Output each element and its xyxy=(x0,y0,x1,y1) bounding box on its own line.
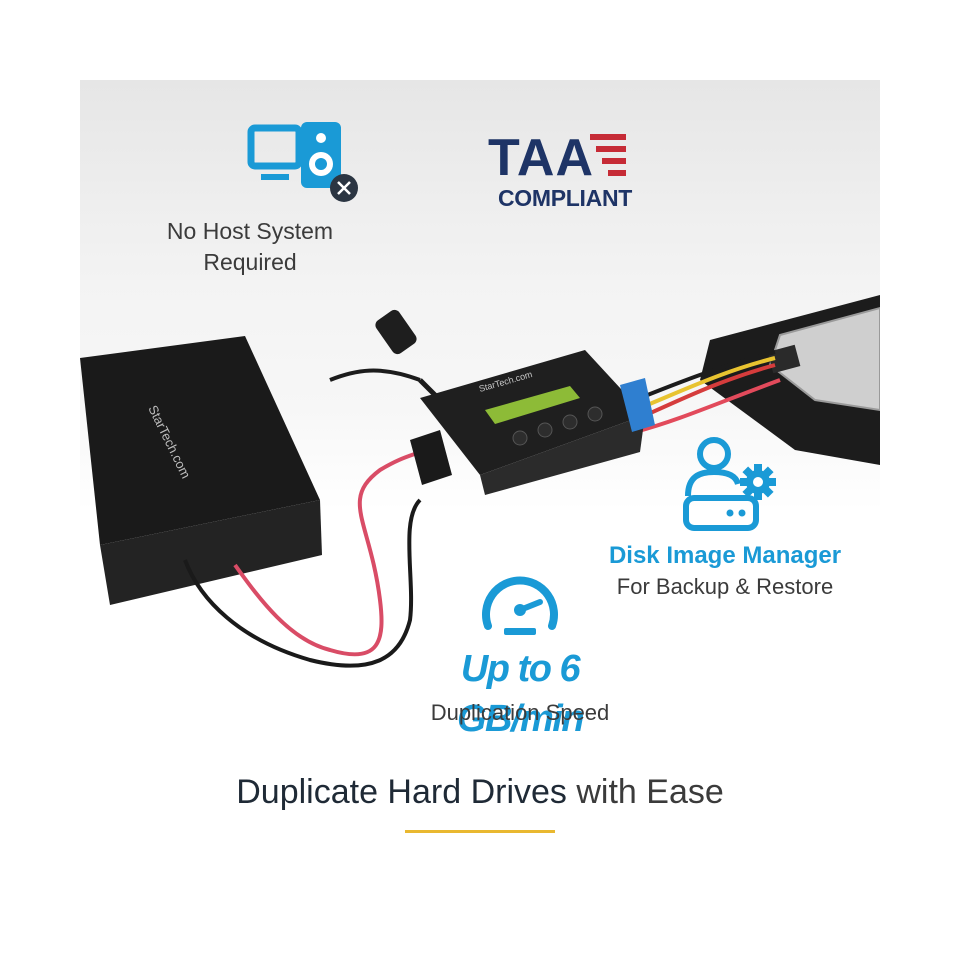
headline-light: with Ease xyxy=(566,773,724,811)
speedometer-icon xyxy=(482,576,558,635)
product-photo-panel: StarTech.com StarTech.com xyxy=(80,80,880,740)
computer-speaker-icon xyxy=(247,122,358,202)
product-scene: StarTech.com StarTech.com xyxy=(80,295,880,668)
disk-image-manager-subtitle: For Backup & Restore xyxy=(616,574,834,599)
no-host-line2: Required xyxy=(203,249,297,275)
ferrite-core xyxy=(375,309,417,355)
power-cable xyxy=(329,368,421,382)
hdd-enclosure-front xyxy=(100,500,322,605)
sata-adapter-left xyxy=(410,430,452,485)
sata-data-cable xyxy=(233,450,421,657)
no-host-line1: No Host System xyxy=(166,218,334,244)
sata-adapter-right xyxy=(620,378,655,432)
duplicator-front xyxy=(480,415,645,495)
headline-underline xyxy=(405,830,555,833)
taa-compliant-text: COMPLIANT xyxy=(498,185,633,211)
taa-flag-stripes xyxy=(590,134,626,176)
speed-subtitle: Duplication Speed xyxy=(430,700,610,725)
speed-title: Up to 6 GB/min xyxy=(456,648,585,740)
taa-flag-logo: TAA COMPLIANT xyxy=(488,130,636,214)
hdd-enclosure-top xyxy=(80,336,320,545)
no-host-label: No Host System Required xyxy=(140,216,360,278)
lcd-screen xyxy=(485,386,580,424)
headline-strong: Duplicate Hard Drives xyxy=(236,773,567,811)
headline: Duplicate Hard Drives with Ease xyxy=(160,770,800,814)
user-drive-gear-icon xyxy=(683,437,776,531)
taa-word: TAA xyxy=(488,129,595,187)
usb-cable xyxy=(183,498,422,668)
disk-image-manager-title: Disk Image Manager xyxy=(608,542,842,569)
